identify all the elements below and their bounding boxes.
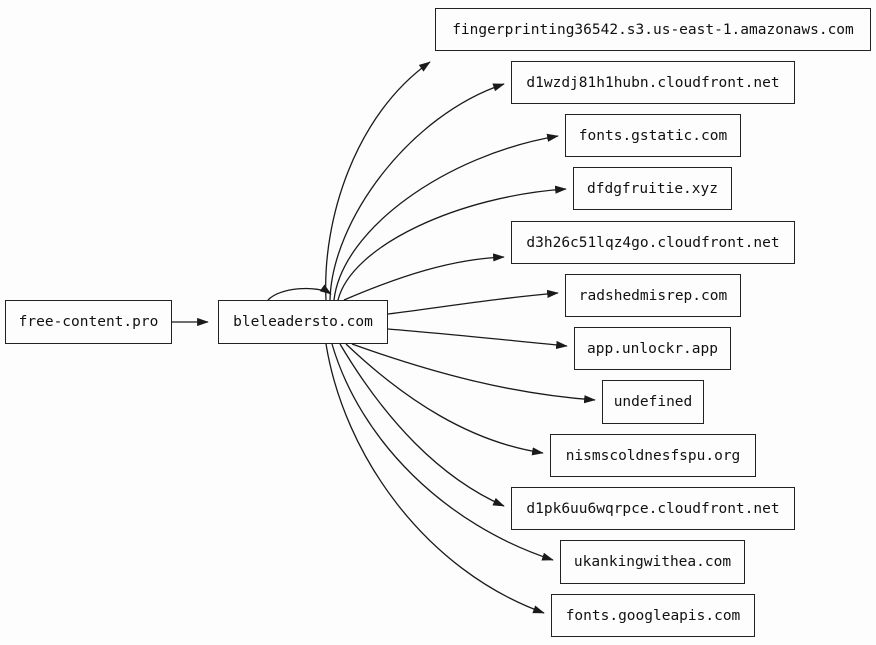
node-radshedmisrep: radshedmisrep.com — [565, 274, 741, 317]
node-label: fingerprinting36542.s3.us-east-1.amazona… — [452, 21, 854, 38]
edge-bleleadersto-to-d1pk6uu6wqrpce — [339, 343, 505, 507]
node-label: dfdgfruitie.xyz — [587, 180, 718, 197]
node-label: nismscoldnesfspu.org — [565, 447, 741, 464]
node-label: d1wzdj81h1hubn.cloudfront.net — [526, 74, 780, 91]
edge-bleleadersto-to-d1wzdj81h1hubn — [329, 83, 505, 301]
node-d3h26c51lqz4go: d3h26c51lqz4go.cloudfront.net — [511, 221, 795, 264]
node-d1wzdj81h1hubn: d1wzdj81h1hubn.cloudfront.net — [511, 61, 795, 104]
edge-bleleadersto-self-loop — [267, 284, 332, 301]
node-fingerprinting-s3: fingerprinting36542.s3.us-east-1.amazona… — [435, 8, 871, 51]
node-label: d3h26c51lqz4go.cloudfront.net — [526, 234, 780, 251]
node-label: undefined — [613, 394, 693, 410]
node-label: bleleadersto.com — [233, 314, 373, 330]
node-label: fonts.gstatic.com — [578, 127, 728, 144]
edge-bleleadersto-to-dfdgfruitie — [337, 185, 567, 301]
edge-bleleadersto-to-d3h26c51lqz4go — [343, 253, 505, 301]
node-undefined: undefined — [602, 380, 704, 424]
edge-bleleadersto-to-fonts-gstatic — [333, 133, 559, 301]
edge-bleleadersto-to-fonts-googleapis — [325, 343, 545, 614]
node-free-content-pro: free-content.pro — [5, 300, 172, 344]
node-ukankingwithea: ukankingwithea.com — [560, 540, 745, 584]
node-label: fonts.googleapis.com — [565, 607, 741, 624]
edge-bleleadersto-to-undefined — [351, 343, 596, 404]
node-nismscoldnesfspu: nismscoldnesfspu.org — [550, 434, 756, 477]
node-bleleadersto-com: bleleadersto.com — [218, 300, 388, 344]
node-fonts-gstatic: fonts.gstatic.com — [565, 114, 741, 157]
edge-bleleadersto-to-nismscoldnesfspu — [345, 343, 544, 456]
node-label: radshedmisrep.com — [578, 287, 728, 304]
edge-bleleadersto-to-app-unlockr — [387, 328, 568, 350]
node-label: ukankingwithea.com — [573, 554, 732, 570]
edge-bleleadersto-to-radshedmisrep — [387, 289, 559, 315]
edge-bleleadersto-to-ukankingwithea — [331, 343, 554, 561]
node-label: d1pk6uu6wqrpce.cloudfront.net — [526, 500, 780, 517]
edge-bleleadersto-to-fingerprinting-s3 — [325, 61, 431, 301]
node-dfdgfruitie: dfdgfruitie.xyz — [573, 167, 732, 210]
node-d1pk6uu6wqrpce: d1pk6uu6wqrpce.cloudfront.net — [511, 487, 795, 530]
node-fonts-googleapis: fonts.googleapis.com — [551, 594, 755, 637]
node-label: free-content.pro — [18, 314, 159, 330]
node-label: app.unlockr.app — [587, 340, 718, 357]
node-app-unlockr: app.unlockr.app — [574, 327, 731, 370]
